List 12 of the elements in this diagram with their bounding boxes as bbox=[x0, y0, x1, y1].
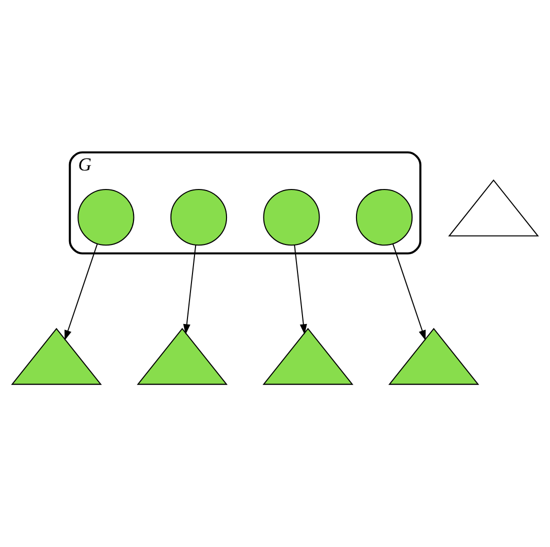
node-triangle bbox=[262, 328, 354, 385]
cluster: G bbox=[68, 151, 422, 254]
arrow bbox=[183, 245, 196, 335]
node-circle bbox=[170, 188, 228, 246]
node-circle bbox=[78, 188, 134, 246]
node-circle bbox=[263, 188, 320, 246]
arrow bbox=[392, 244, 426, 341]
node-triangle bbox=[136, 328, 228, 385]
node-circle bbox=[356, 188, 413, 246]
arrow bbox=[294, 245, 308, 335]
arrow bbox=[64, 244, 98, 341]
node-triangle bbox=[448, 179, 539, 236]
